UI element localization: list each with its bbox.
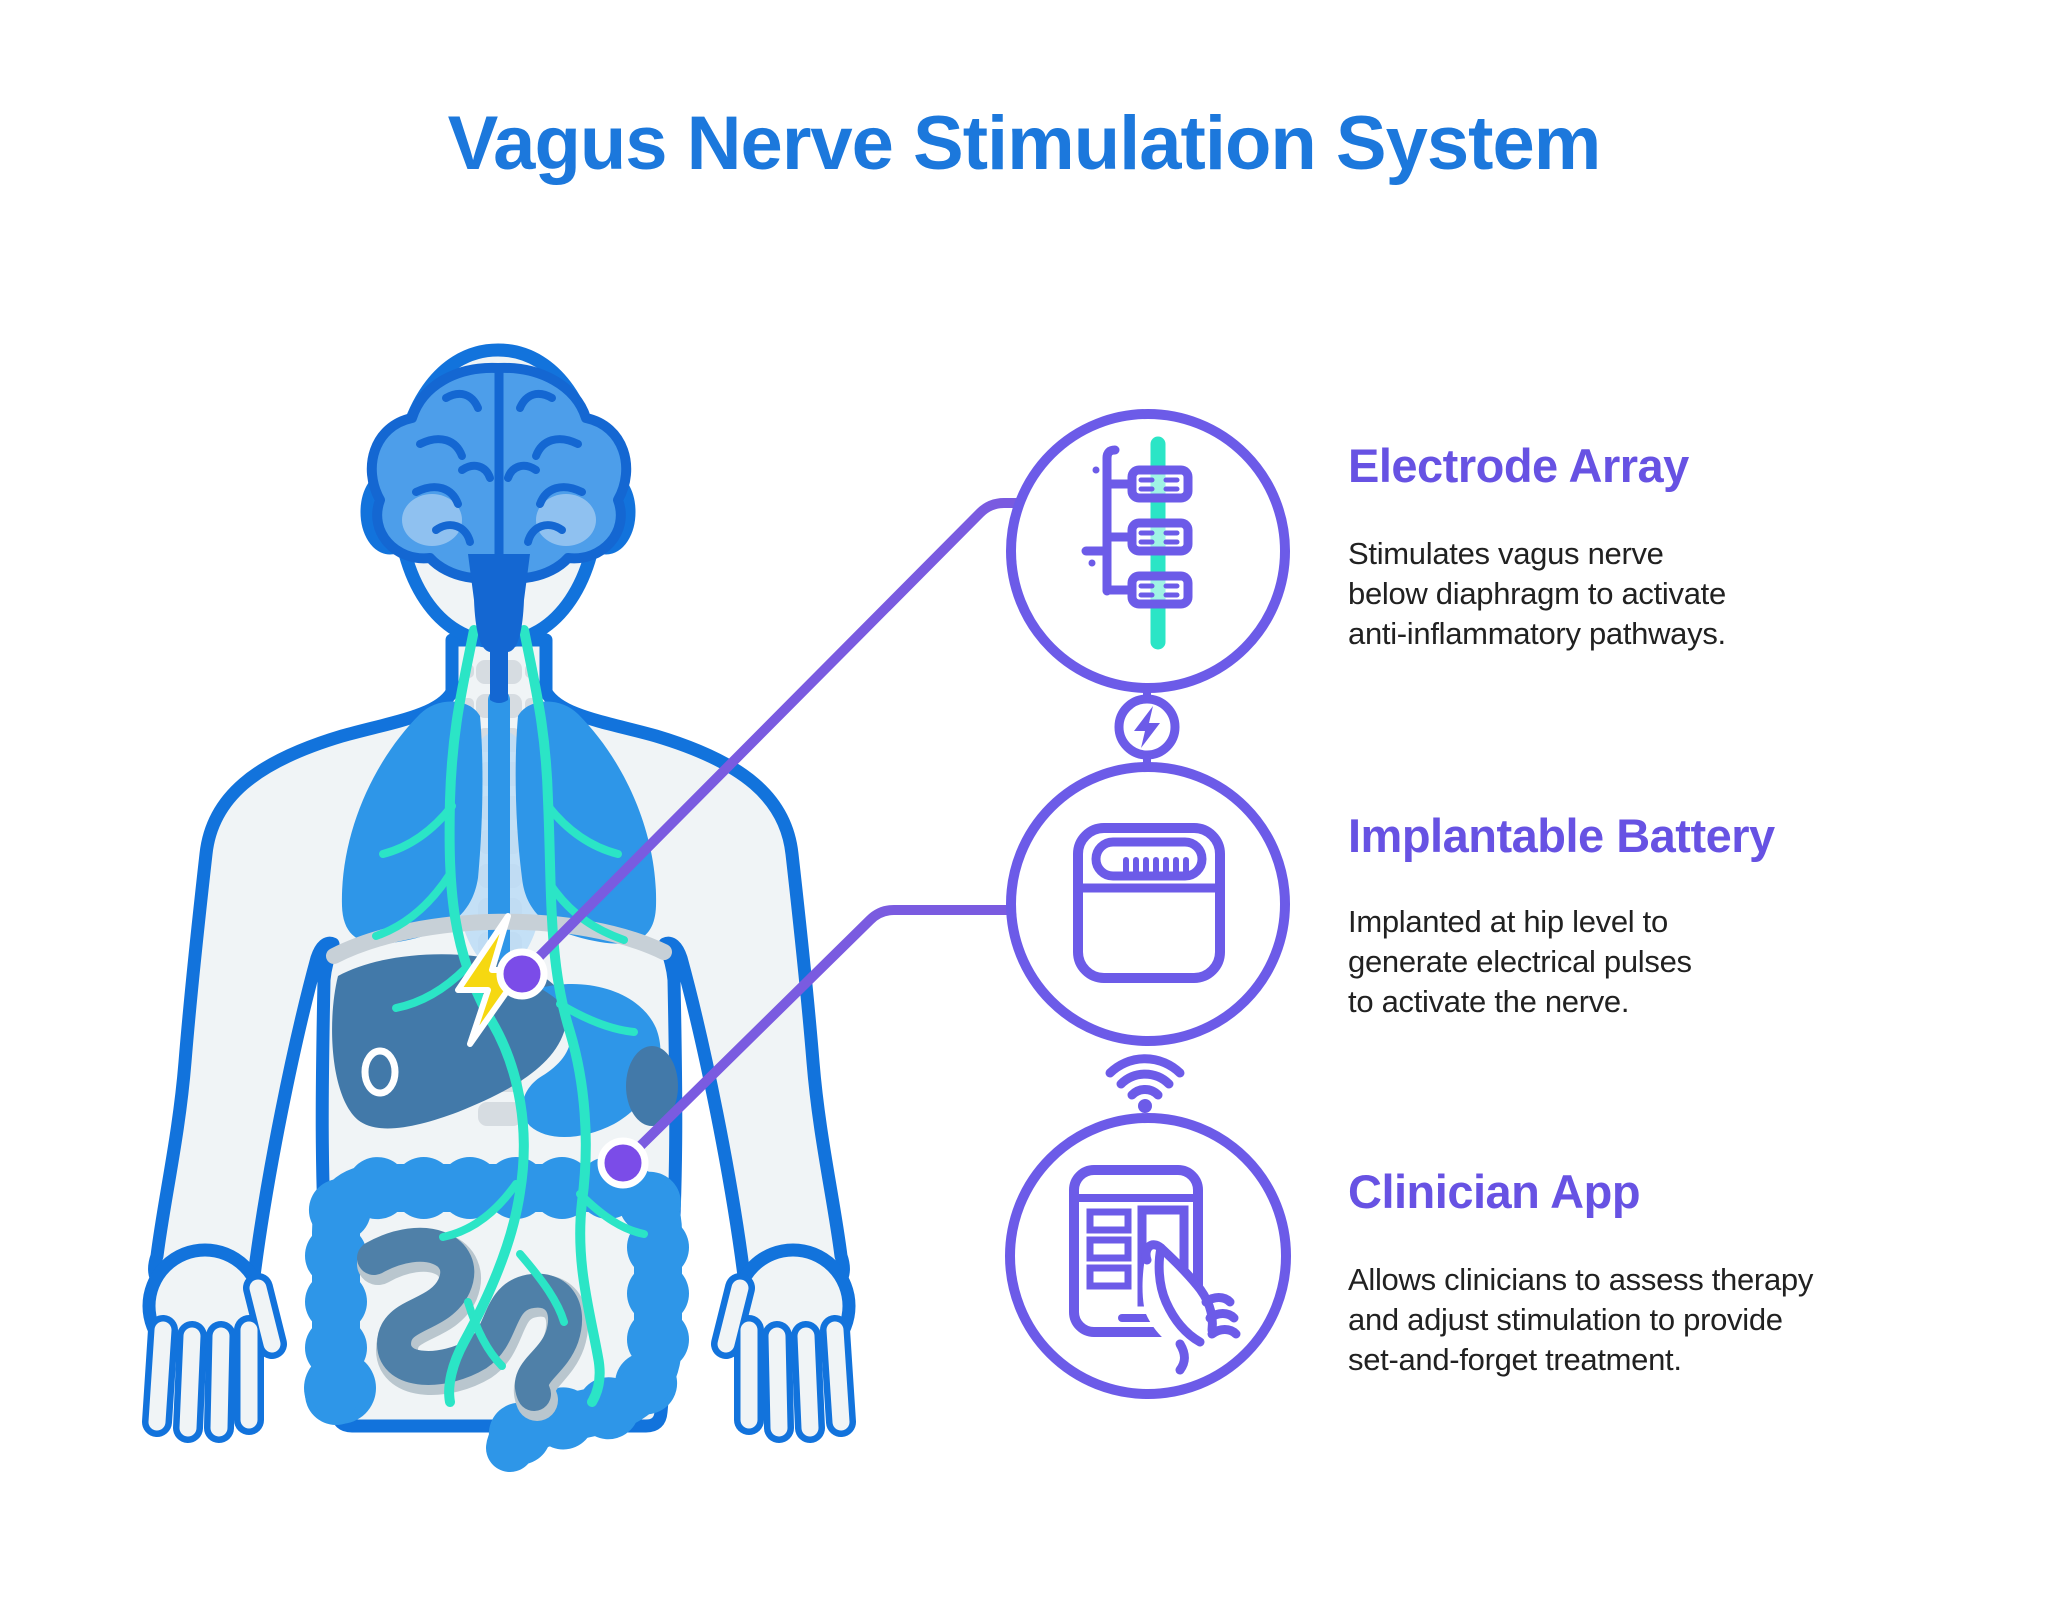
electrode-array-icon [1081,436,1193,650]
section-heading-implantable-battery: Implantable Battery [1348,809,1775,862]
section-heading-clinician-app: Clinician App [1348,1165,1641,1218]
text-line: and adjust stimulation to provide [1348,1302,1783,1337]
lead-point-dot-1 [496,948,548,1000]
clinician-app-icon [1069,1165,1241,1375]
lightning-bolt-icon [1134,706,1160,748]
right-hand [711,1243,856,1443]
text-line: Stimulates vagus nerve [1348,536,1664,571]
section-body-implantable-battery: Implanted at hip level to generate elect… [1348,902,1692,1022]
small-intestine [357,1227,589,1421]
left-hand [142,1243,287,1443]
section-body-electrode-array: Stimulates vagus nerve below diaphragm t… [1348,534,1726,654]
gallbladder [361,1047,399,1097]
vagus-nerve [372,625,648,1407]
page-title: Vagus Nerve Stimulation System [447,101,1602,186]
spleen [626,1046,678,1126]
text-line: to activate the nerve. [1348,984,1630,1019]
text-line: Allows clinicians to assess therapy [1348,1262,1814,1297]
text-line: generate electrical pulses [1348,944,1692,979]
connector-line-battery [618,905,1019,1168]
stimulation-lightning-icon [455,913,525,1047]
section-heading-electrode-array: Electrode Array [1348,439,1689,492]
section-body-clinician-app: Allows clinicians to assess therapy and … [1348,1260,1813,1380]
stomach [522,984,661,1138]
connector-line-electrode [517,498,1029,979]
brainstem [468,554,530,703]
text-line: Implanted at hip level to [1348,904,1668,939]
wifi-icon [1105,1054,1185,1113]
implantable-battery-icon [1073,823,1225,983]
text-line: set-and-forget treatment. [1348,1342,1682,1377]
human-figure-illustration [142,343,856,1479]
lead-point-dot-2 [597,1137,649,1189]
brain [366,362,632,703]
text-line: below diaphragm to activate [1348,576,1726,611]
large-intestine [304,1157,689,1479]
text-line: anti-inflammatory pathways. [1348,616,1726,651]
